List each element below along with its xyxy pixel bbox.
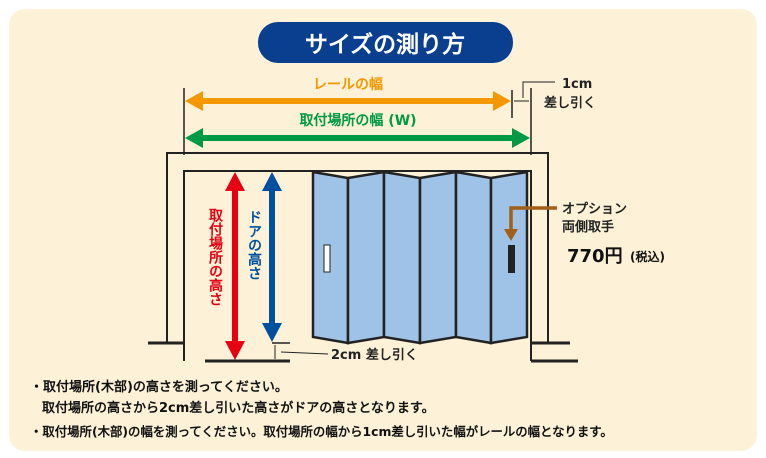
option-label: オプション: [562, 202, 627, 217]
install-width-label: 取付場所の幅 (W): [299, 112, 416, 129]
minus-1cm-value: 1cm: [562, 77, 592, 92]
rail-width-label: レールの幅: [313, 76, 383, 93]
folding-door: [311, 170, 529, 345]
rail-width-arrow: [185, 91, 511, 111]
minus-2cm-label: 2cm 差し引く: [331, 347, 418, 363]
option-price: 770円: [567, 246, 623, 267]
note-2: ・取付場所(木部)の幅を測ってください。取付場所の幅から1cm差し引いた幅がレー…: [30, 424, 613, 439]
option-name: 両側取手: [562, 219, 614, 235]
minus-2cm-marker: [274, 345, 329, 359]
install-height-label: 取付場所の高さ: [207, 208, 223, 306]
door-handle: [323, 244, 331, 273]
minus-1cm-label: 差し引く: [544, 95, 596, 111]
door-height-label: ドアの高さ: [246, 210, 262, 280]
option-handle: [508, 245, 515, 273]
option-tax: (税込): [630, 249, 665, 264]
install-height-arrow: [225, 172, 245, 360]
title-pill: [258, 22, 513, 63]
option-pointer: [504, 206, 557, 241]
guide-lines: [183, 81, 555, 155]
note-1-detail: 取付場所の高さから2cm差し引いた高さがドアの高さとなります。: [42, 400, 435, 416]
door-height-arrow: [262, 172, 282, 342]
install-width-arrow: [185, 128, 530, 148]
door-frame: [148, 152, 578, 363]
note-1: ・取付場所(木部)の高さを測ってください。: [30, 379, 288, 395]
title: サイズの測り方: [305, 31, 465, 58]
